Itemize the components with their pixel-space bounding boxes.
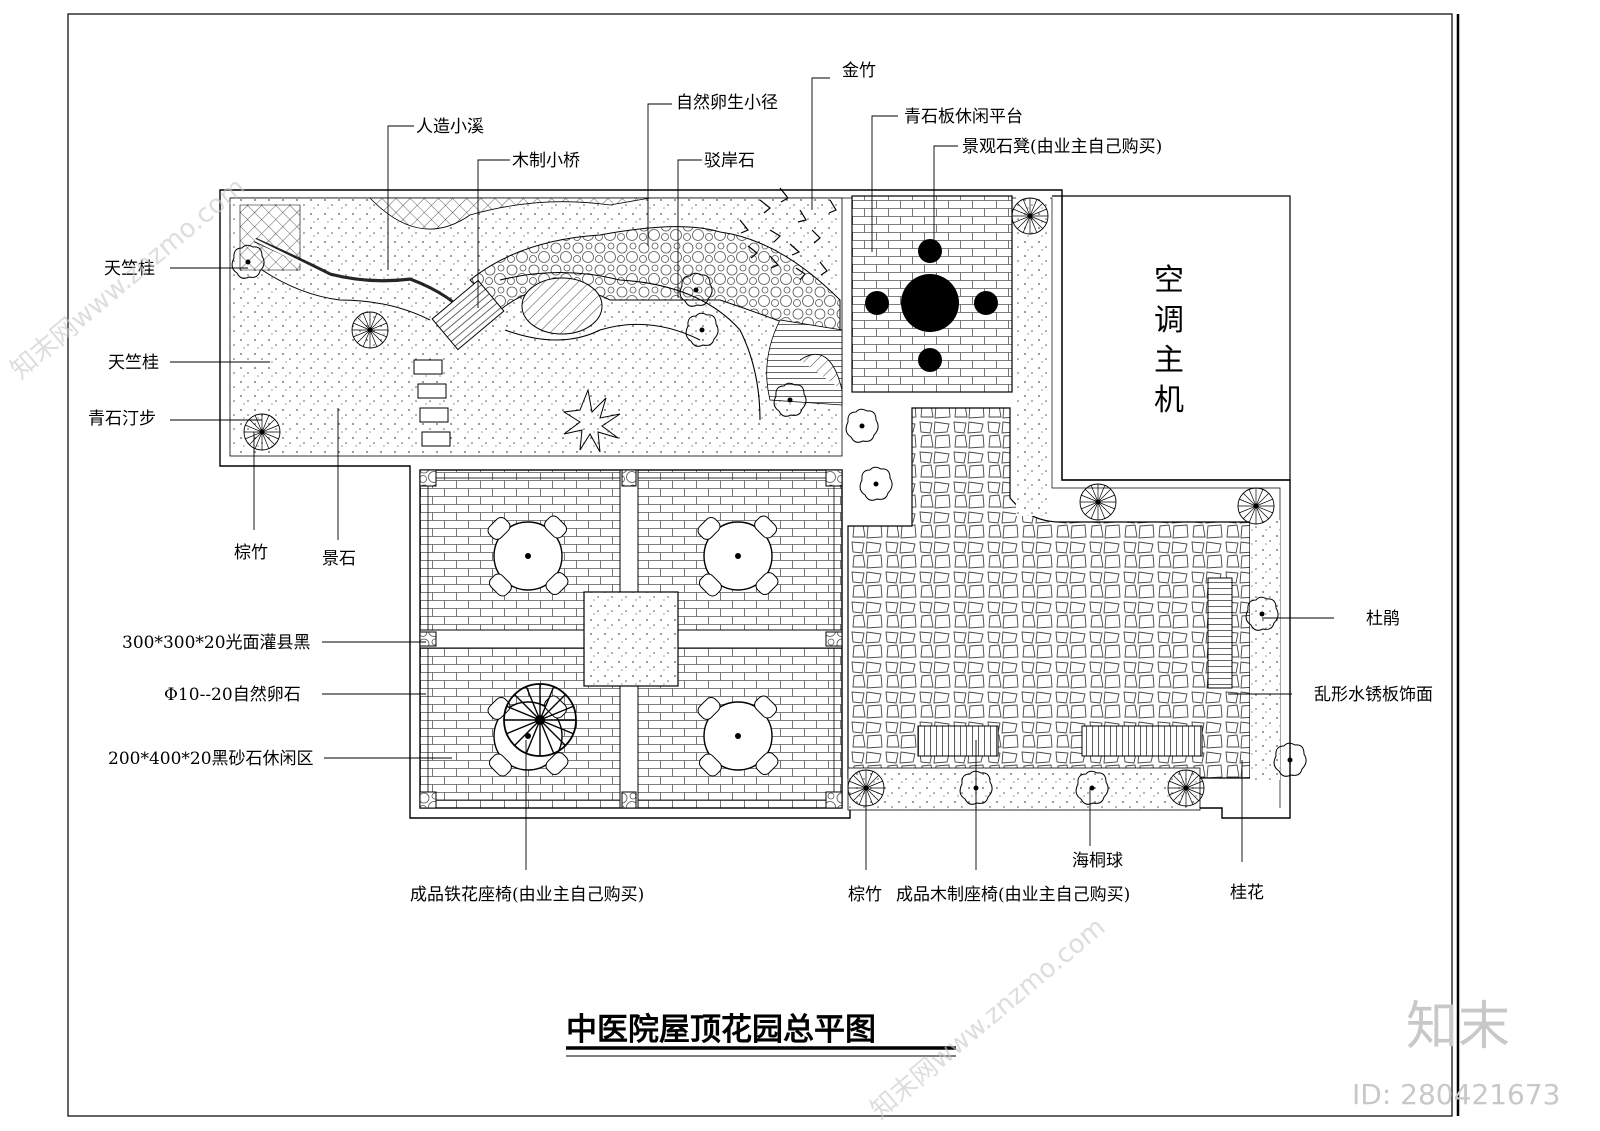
ac-unit-label: 空 调 主 机 xyxy=(1154,263,1184,418)
label-golden-bamboo: 金竹 xyxy=(842,61,876,81)
drawing-frame xyxy=(67,13,1460,1117)
stone-table xyxy=(901,274,959,332)
hatched-pond xyxy=(521,277,603,335)
label-stepping-stones: 青石汀步 xyxy=(88,409,156,429)
plants xyxy=(231,197,1307,807)
label-pittosporum: 海桐球 xyxy=(1072,851,1123,871)
golden-bamboo-cluster xyxy=(739,187,837,281)
iron-chair-table xyxy=(694,692,782,780)
label-pebble-path: 自然卵生小径 xyxy=(676,93,778,113)
central-planter xyxy=(583,591,679,687)
label-wood-chair: 成品木制座椅(由业主自己购买) xyxy=(896,885,1130,905)
label-rusty-slate: 乱形水锈板饰面 xyxy=(1314,685,1433,705)
label-landscape-stone: 景石 xyxy=(322,549,356,569)
iron-chair-table xyxy=(694,512,782,600)
planting-strip xyxy=(1250,520,1280,780)
callout-labels: 人造小溪 木制小桥 自然卵生小径 金竹 驳岸石 青石板休闲平台 景观石凳(由业主… xyxy=(88,61,1433,905)
watermark-brand: 知末 xyxy=(1406,997,1510,1057)
iron-chair-table xyxy=(484,692,572,780)
stone-stool xyxy=(974,291,998,315)
label-artificial-stream: 人造小溪 xyxy=(416,117,484,137)
watermark-site: 知末网www.znzmo.com xyxy=(865,912,1111,1125)
natural-garden-area xyxy=(229,197,843,457)
bluestone-platform xyxy=(851,195,1013,393)
label-revetment-stone: 驳岸石 xyxy=(704,151,755,171)
leader-lines xyxy=(170,77,1334,870)
label-natural-pebble: Φ10--20自然卵石 xyxy=(164,685,301,705)
label-osmanthus-2: 天竺桂 xyxy=(108,353,159,373)
label-stone-stool: 景观石凳(由业主自己购买) xyxy=(962,137,1162,157)
ac-char: 机 xyxy=(1154,383,1184,418)
stone-stool xyxy=(865,291,889,315)
wooden-bridge xyxy=(431,279,505,351)
stone-stool xyxy=(918,239,942,263)
stepping-stones xyxy=(413,359,451,447)
label-azalea: 杜鹃 xyxy=(1366,609,1400,629)
ac-char: 调 xyxy=(1154,303,1184,338)
label-sandstone-area: 200*400*20黑砂石休闲区 xyxy=(108,749,314,769)
label-bluestone-platform: 青石板休闲平台 xyxy=(904,107,1023,127)
label-sweet-osmanthus: 桂花 xyxy=(1230,883,1264,903)
label-osmanthus-1: 天竺桂 xyxy=(104,259,155,279)
iron-chair-table xyxy=(484,512,572,600)
ac-char: 空 xyxy=(1154,263,1184,298)
planting-strip xyxy=(1016,196,1050,516)
ac-unit-area xyxy=(1052,195,1291,481)
label-wooden-bridge: 木制小桥 xyxy=(512,151,580,171)
sandstone-leisure-area xyxy=(419,469,843,809)
label-palm-bamboo-bottom: 棕竹 xyxy=(848,885,882,905)
drawing-title: 中医院屋顶花园总平图 xyxy=(566,1012,876,1048)
stone-stool xyxy=(918,348,942,372)
ac-char: 主 xyxy=(1154,343,1184,378)
planting-strip xyxy=(847,767,1201,811)
pebble-path xyxy=(469,226,841,346)
label-black-granite: 300*300*20光面灌县黑 xyxy=(122,633,311,653)
label-iron-chair: 成品铁花座椅(由业主自己购买) xyxy=(410,885,644,905)
watermark-id: ID: 280421673 xyxy=(1352,1078,1560,1111)
label-palm-bamboo-left: 棕竹 xyxy=(234,543,268,563)
